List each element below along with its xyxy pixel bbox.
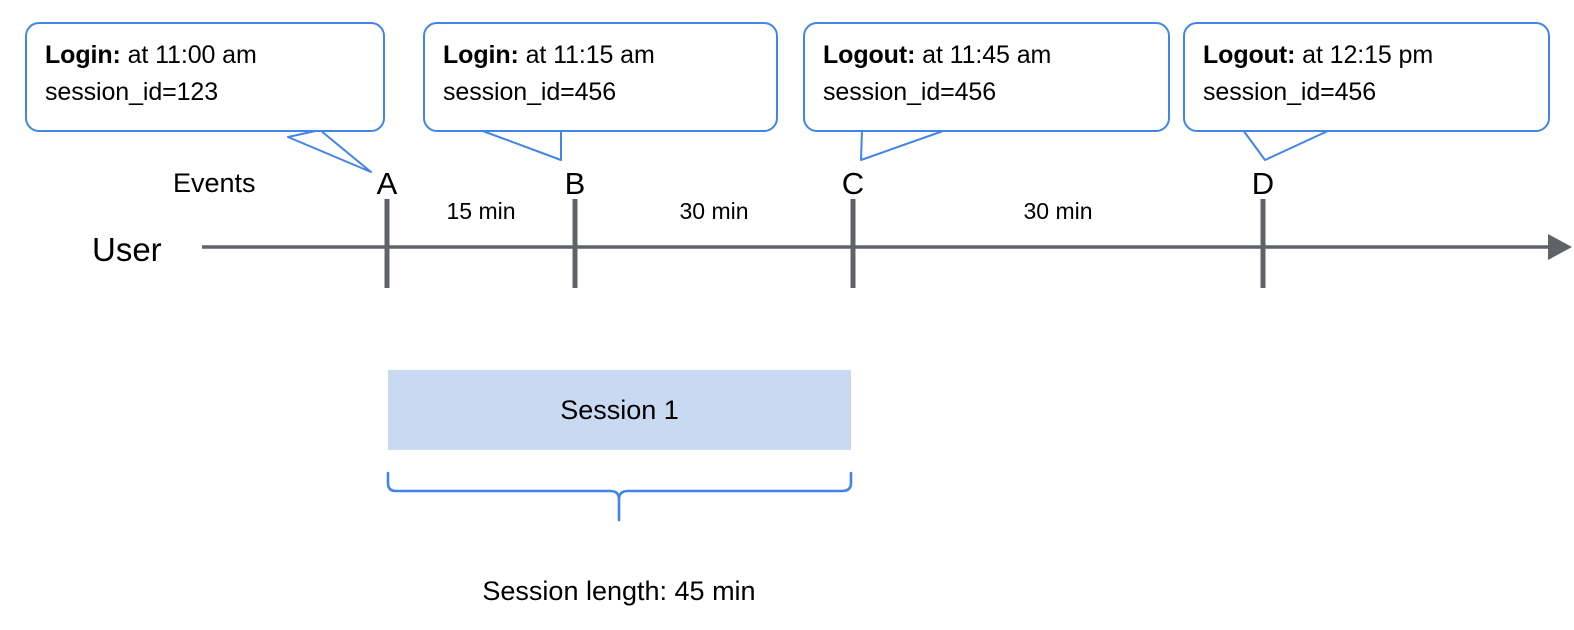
callout-event-a[interactable]: Login: at 11:00 am session_id=123 — [25, 22, 385, 132]
callout-tail-a — [287, 129, 372, 173]
session-brace — [386, 471, 853, 522]
callout-d-lead: Logout: — [1203, 41, 1296, 69]
callout-tail-d — [1242, 129, 1331, 161]
callout-b-lead: Login: — [443, 41, 519, 69]
interval-label-a-b: 15 min — [446, 198, 516, 224]
callout-d-line1: Logout: at 12:15 pm — [1203, 37, 1530, 74]
callout-b-detail: at 11:15 am — [518, 41, 655, 69]
callout-tail-b — [479, 129, 562, 161]
events-row-label: Events — [173, 168, 256, 198]
event-letter-a: A — [376, 166, 398, 201]
interval-label-b-c: 30 min — [679, 198, 749, 224]
callout-a-line2: session_id=123 — [45, 78, 219, 106]
event-letter-b: B — [564, 166, 586, 201]
callout-b-line1: Login: at 11:15 am — [443, 37, 758, 74]
callout-d-line2: session_id=456 — [1203, 78, 1377, 106]
callout-c-detail: at 11:45 am — [915, 41, 1052, 69]
timeline-arrowhead — [1548, 234, 1572, 260]
callout-event-b[interactable]: Login: at 11:15 am session_id=456 — [423, 22, 778, 132]
callout-c-line1: Logout: at 11:45 am — [823, 37, 1150, 74]
callout-a-line1: Login: at 11:00 am — [45, 37, 365, 74]
session-length-label: Session length: 45 min — [482, 576, 756, 606]
callout-a-lead: Login: — [45, 41, 121, 69]
event-letter-d: D — [1251, 166, 1275, 201]
interval-label-c-d: 30 min — [1023, 198, 1093, 224]
callout-d-detail: at 12:15 pm — [1295, 41, 1434, 69]
event-letter-c: C — [841, 166, 865, 201]
callout-tail-c — [860, 129, 947, 161]
lane-title-user: User — [92, 231, 162, 268]
callout-c-lead: Logout: — [823, 41, 916, 69]
session-bar[interactable]: Session 1 — [388, 370, 851, 450]
callout-event-d[interactable]: Logout: at 12:15 pm session_id=456 — [1183, 22, 1550, 132]
callout-a-detail: at 11:00 am — [120, 41, 257, 69]
callout-event-c[interactable]: Logout: at 11:45 am session_id=456 — [803, 22, 1170, 132]
callout-b-line2: session_id=456 — [443, 78, 617, 106]
session-bar-label: Session 1 — [560, 394, 679, 425]
callout-c-line2: session_id=456 — [823, 78, 997, 106]
